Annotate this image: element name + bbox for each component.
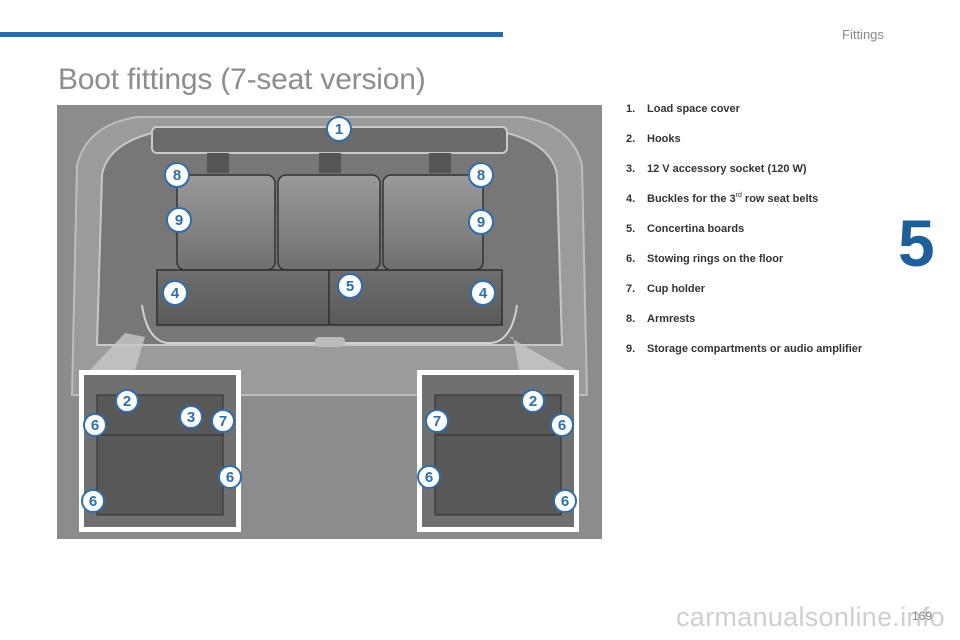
svg-text:8: 8 <box>477 167 485 184</box>
legend-item: 4.Buckles for the 3rd row seat belts <box>626 192 866 207</box>
callout-badge: 3 <box>180 406 202 428</box>
svg-text:8: 8 <box>173 167 181 184</box>
legend-item: 9.Storage compartments or audio amplifie… <box>626 342 866 357</box>
svg-text:9: 9 <box>477 214 485 231</box>
watermark: carmanualsonline.info <box>676 602 945 633</box>
callout-badge: 5 <box>338 274 362 298</box>
svg-text:4: 4 <box>479 285 488 302</box>
legend-item: 1.Load space cover <box>626 102 866 117</box>
callout-badge: 6 <box>554 490 576 512</box>
callout-badge: 9 <box>469 210 493 234</box>
callout-badge: 9 <box>167 208 191 232</box>
header-rule <box>0 32 503 37</box>
callout-badge: 6 <box>84 414 106 436</box>
callout-badge: 8 <box>469 163 493 187</box>
svg-text:9: 9 <box>175 212 183 229</box>
legend-list: 1.Load space cover 2.Hooks 3.12 V access… <box>626 102 866 357</box>
svg-text:4: 4 <box>171 285 180 302</box>
legend-item: 2.Hooks <box>626 132 866 147</box>
legend-item: 8.Armrests <box>626 312 866 327</box>
boot-illustration: 1 8 8 9 9 4 5 4 2 6 3 7 6 6 7 2 6 6 6 <box>57 105 602 539</box>
svg-text:6: 6 <box>558 417 566 434</box>
page-number: 169 <box>912 609 932 623</box>
svg-text:6: 6 <box>561 493 569 510</box>
svg-text:7: 7 <box>219 413 227 430</box>
svg-text:2: 2 <box>123 393 131 410</box>
callout-badge: 6 <box>82 490 104 512</box>
svg-text:6: 6 <box>425 469 433 486</box>
svg-text:2: 2 <box>529 393 537 410</box>
legend-item: 7.Cup holder <box>626 282 866 297</box>
svg-text:6: 6 <box>91 417 99 434</box>
legend-item: 6.Stowing rings on the floor <box>626 252 866 267</box>
page-title: Boot fittings (7-seat version) <box>58 63 426 97</box>
legend-item: 3.12 V accessory socket (120 W) <box>626 162 866 177</box>
callout-badge: 1 <box>327 117 351 141</box>
callout-badge: 6 <box>219 466 241 488</box>
callout-badge: 7 <box>212 410 234 432</box>
svg-text:6: 6 <box>89 493 97 510</box>
svg-text:5: 5 <box>346 278 354 295</box>
chapter-number: 5 <box>898 210 935 276</box>
callout-badge: 6 <box>551 414 573 436</box>
svg-text:3: 3 <box>187 409 195 426</box>
svg-text:7: 7 <box>433 413 441 430</box>
svg-text:6: 6 <box>226 469 234 486</box>
callout-badge: 4 <box>471 281 495 305</box>
callout-badge: 2 <box>116 390 138 412</box>
callout-badge: 6 <box>418 466 440 488</box>
legend-item: 5.Concertina boards <box>626 222 866 237</box>
callout-badge: 4 <box>163 281 187 305</box>
callout-badge: 8 <box>165 163 189 187</box>
section-name: Fittings <box>842 27 884 42</box>
svg-text:1: 1 <box>335 121 343 138</box>
callout-badge: 7 <box>426 410 448 432</box>
callout-badge: 2 <box>522 390 544 412</box>
